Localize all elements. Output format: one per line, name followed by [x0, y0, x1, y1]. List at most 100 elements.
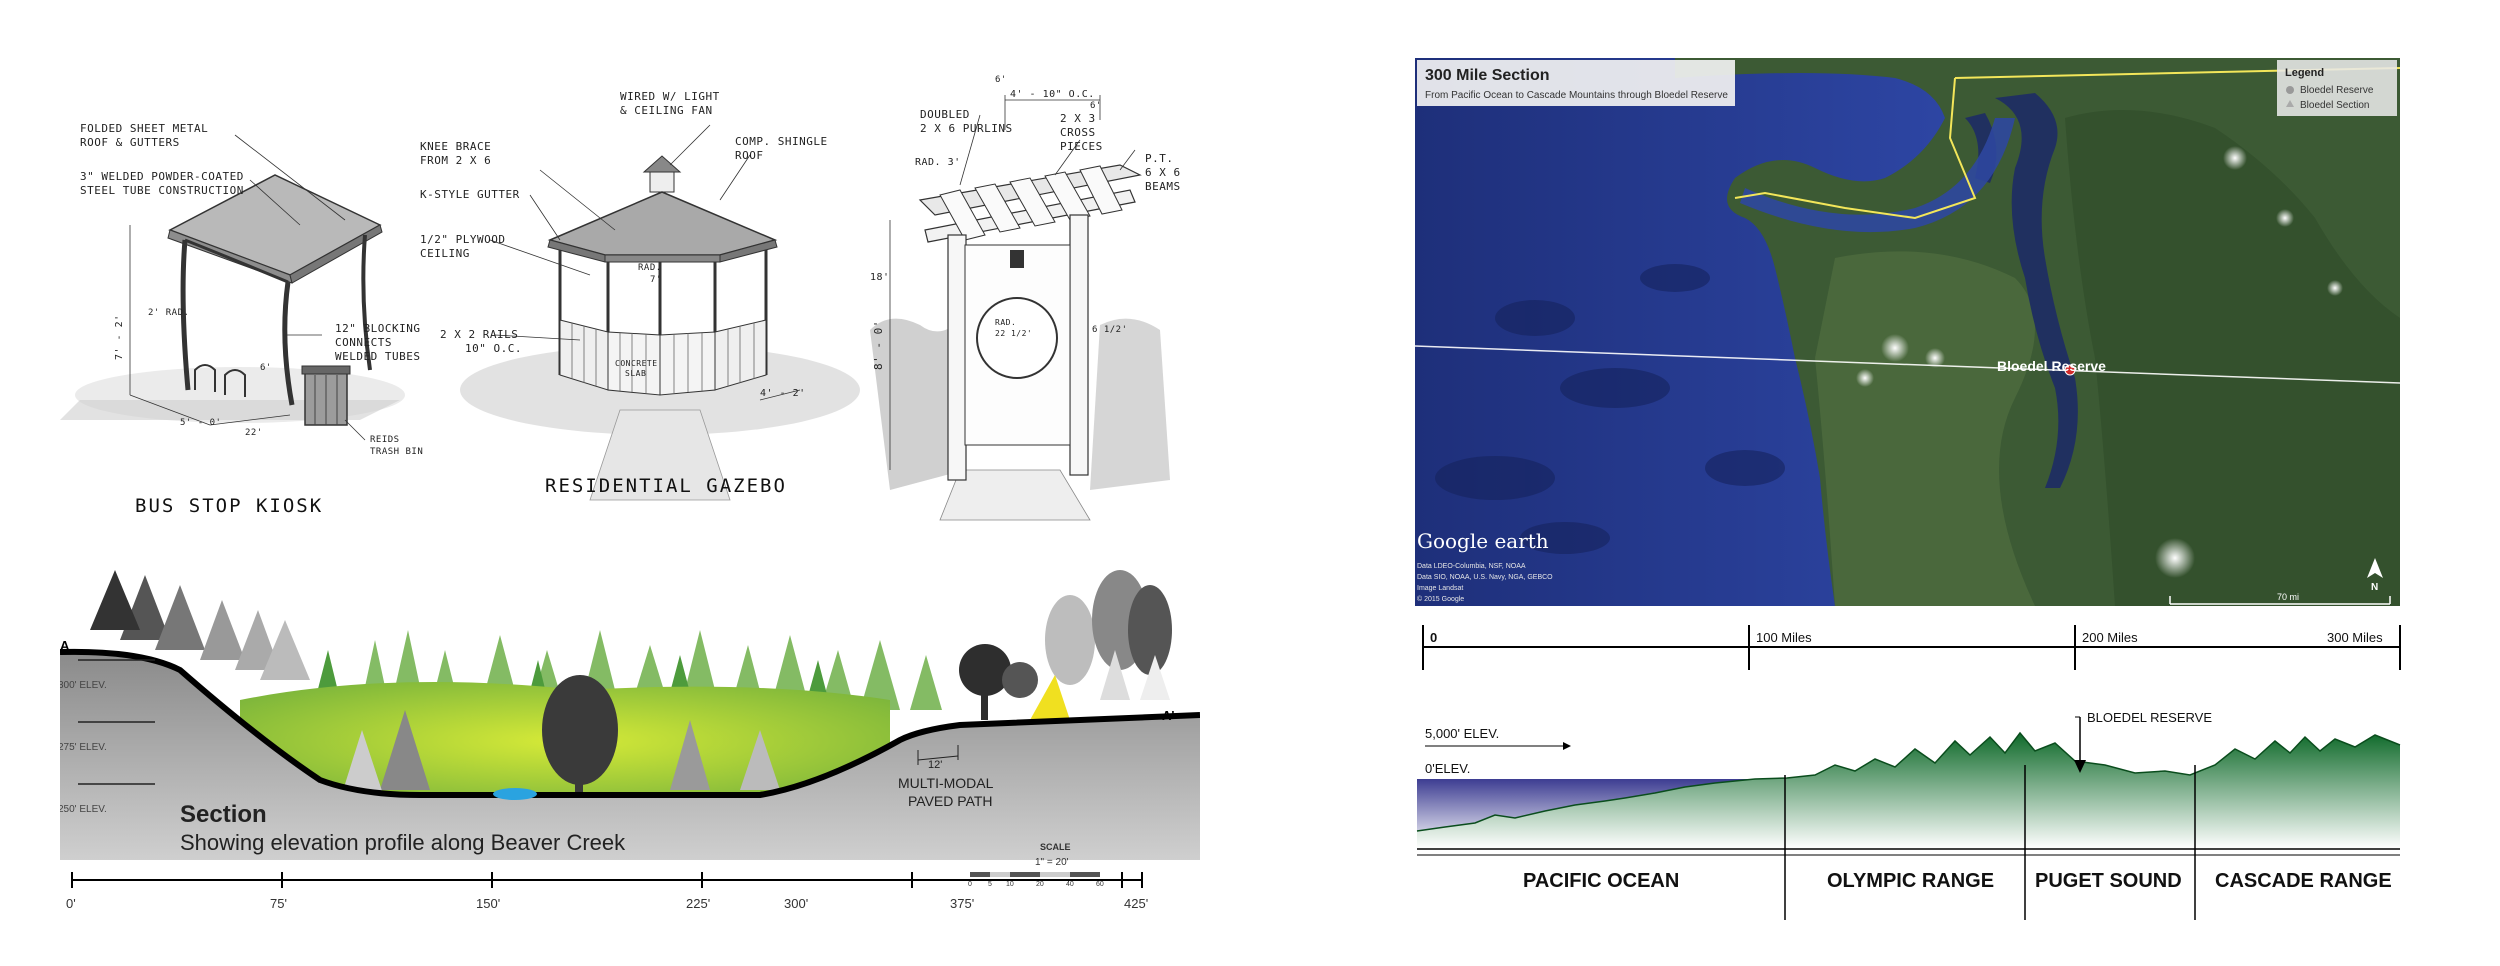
bus-dim-1: 2' RAD.: [148, 308, 189, 318]
scale-tick-0: 0: [968, 881, 972, 888]
axis-tick-150: 150': [476, 896, 500, 911]
pergola-dim-2: 4' - 10" O.C.: [1010, 89, 1095, 100]
yellow-boundary-line: [1734, 77, 1977, 220]
pergola-dim-8: 6 1/2': [1092, 325, 1128, 335]
section-line: [1415, 345, 2400, 384]
callout-label: BLOEDEL RESERVE: [2087, 710, 2212, 725]
creek-section: A A' 300' ELEV. 275' ELEV. 250' ELEV. Se…: [60, 570, 1200, 911]
scale-tick-1: 5: [988, 881, 992, 888]
north-arrow-icon: [2367, 558, 2383, 578]
scale-tick-5: 60: [1096, 881, 1104, 888]
bus-note-4: STEEL TUBE CONSTRUCTION: [80, 184, 244, 197]
gazebo-dim-3: 4' - 2': [760, 388, 806, 399]
bus-stop-title: BUS STOP KIOSK: [135, 495, 323, 517]
pergola-dim-6: RAD.: [995, 318, 1016, 327]
gazebo-dim-2: 7': [650, 275, 662, 285]
axis-tick-225: 225': [686, 896, 710, 911]
gazebo-note-5: COMP. SHINGLE: [735, 135, 828, 148]
left-grey-trees: [90, 570, 310, 680]
axis-tick-0: 0': [66, 896, 76, 911]
scale-tick-3: 20: [1036, 881, 1044, 888]
bus-dim-3: 6': [260, 363, 272, 373]
gazebo-note-8: 1/2" PLYWOOD: [420, 233, 505, 246]
ruler-tick-300: 300 Miles: [2327, 630, 2383, 645]
gazebo-note-13: SLAB: [625, 369, 646, 378]
axis-tick-425: 425': [1124, 896, 1148, 911]
elevation-profile: 0 100 Miles 200 Miles 300 Miles 5,000' E…: [1416, 625, 2401, 920]
axis-tick-375: 375': [950, 896, 974, 911]
section-point-start: A: [60, 638, 70, 653]
map-place-label: Bloedel Reserve: [1997, 358, 2106, 374]
gazebo-note-7: K-STYLE GUTTER: [420, 188, 520, 201]
region-puget-sound: PUGET SOUND: [2035, 870, 2182, 892]
profile-land: [1417, 733, 2400, 849]
path-label-2: PAVED PATH: [908, 793, 993, 809]
map-scale-text: 70 mi: [2277, 592, 2299, 602]
bus-note-8: REIDS: [370, 435, 400, 445]
legend-item-reserve: Bloedel Reserve: [2300, 85, 2374, 96]
elev-label-250: 250' ELEV.: [60, 804, 107, 815]
ruler-tick-0: 0: [1430, 630, 1437, 645]
region-olympic-range: OLYMPIC RANGE: [1827, 870, 1994, 892]
gazebo-drawing: [460, 124, 860, 501]
ruler-tick-200: 200 Miles: [2082, 630, 2138, 645]
pergola-drawing: [870, 95, 1170, 521]
pergola-note-3: 2 X 3: [1060, 112, 1096, 125]
gazebo-note-10: 2 X 2 RAILS: [440, 328, 518, 341]
ruler-tick-100: 100 Miles: [1756, 630, 1812, 645]
gazebo-title: RESIDENTIAL GAZEBO: [545, 475, 787, 497]
elev-label-275: 275' ELEV.: [60, 742, 107, 753]
region-cascade-range: CASCADE RANGE: [2215, 870, 2392, 892]
bus-dim-2: 7' - 2': [114, 314, 125, 360]
pergola-dim-3: 6': [1090, 101, 1102, 111]
gazebo-note-6: ROOF: [735, 149, 764, 162]
legend-section-marker: [2286, 100, 2294, 107]
legend-item-section: Bloedel Section: [2300, 100, 2370, 111]
bus-dim-5: 22': [245, 428, 263, 438]
gazebo-note-1: WIRED W/ LIGHT: [620, 90, 720, 103]
creek-scale-bar: [970, 872, 1100, 877]
map-legend: [2277, 60, 2397, 116]
region-pacific-ocean: PACIFIC OCEAN: [1523, 870, 1679, 892]
elev-zero-label: 0'ELEV.: [1425, 761, 1470, 776]
scale-value: 1" = 20': [1035, 857, 1069, 868]
section-title: Section: [180, 801, 267, 828]
scale-tick-2: 10: [1006, 881, 1014, 888]
bus-stop-kiosk-drawing: [60, 134, 405, 441]
gazebo-note-12: CONCRETE: [615, 359, 658, 368]
bus-note-9: TRASH BIN: [370, 447, 423, 457]
axis-tick-75: 75': [270, 896, 287, 911]
north-label: N: [2371, 582, 2378, 593]
gazebo-note-3: KNEE BRACE: [420, 140, 491, 153]
axis-tick-300: 300': [784, 896, 808, 911]
pergola-note-8: BEAMS: [1145, 180, 1181, 193]
legend-title: Legend: [2285, 67, 2324, 79]
pergola-dim-9: 8' - 0': [872, 320, 885, 370]
pergola-note-5: PIECES: [1060, 140, 1103, 153]
map-title-box: [1417, 60, 1735, 106]
pergola-note-6: P.T.: [1145, 152, 1174, 165]
scale-tick-4: 40: [1066, 881, 1074, 888]
section-point-end: A': [1162, 708, 1174, 723]
bus-note-3: 3" WELDED POWDER-COATED: [80, 170, 244, 183]
gazebo-note-9: CEILING: [420, 247, 470, 260]
bus-note-1: FOLDED SHEET METAL: [80, 122, 208, 135]
gazebo-dim-1: RAD.: [638, 263, 662, 273]
credit-1: Data LDEO-Columbia, NSF, NOAA: [1417, 563, 1526, 570]
gazebo-note-4: FROM 2 X 6: [420, 154, 491, 167]
pergola-dim-1: 6': [995, 75, 1007, 85]
map-title: 300 Mile Section: [1425, 67, 1550, 84]
credit-3: Image Landsat: [1417, 585, 1463, 592]
pergola-note-4: CROSS: [1060, 126, 1096, 139]
elev-high-label: 5,000' ELEV.: [1425, 726, 1499, 741]
path-dim: 12': [928, 759, 942, 771]
pergola-note-1: DOUBLED: [920, 108, 970, 121]
pergola-dim-4: RAD. 3': [915, 157, 961, 168]
bloedel-marker: [2064, 364, 2076, 376]
google-earth-brand: Google earth: [1417, 529, 1549, 553]
pergola-dim-5: 18': [870, 272, 890, 283]
bus-note-2: ROOF & GUTTERS: [80, 136, 180, 149]
right-grey-trees: [959, 570, 1172, 720]
bus-note-7: WELDED TUBES: [335, 350, 420, 363]
bus-note-5: 12" BLOCKING: [335, 322, 420, 335]
